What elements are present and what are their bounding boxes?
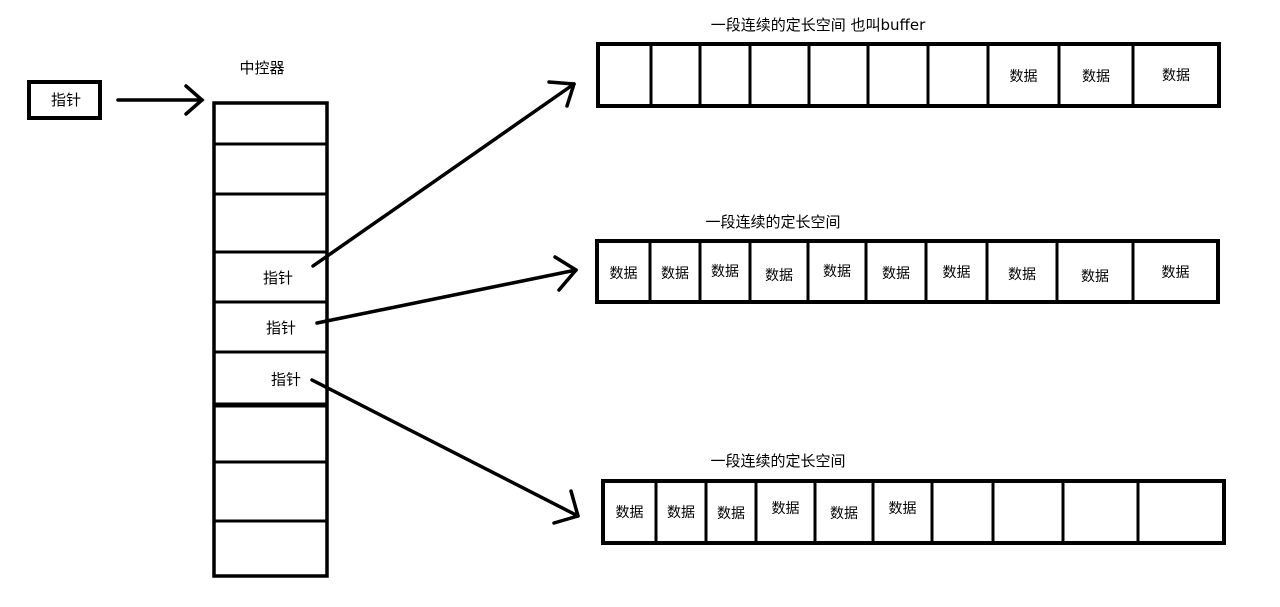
buffer-cell-label: 数据 [1081, 269, 1109, 285]
controller-slot-label: 指针 [271, 371, 301, 389]
buffer-cell-label: 数据 [943, 265, 971, 281]
buffer-cell-label: 数据 [1162, 265, 1190, 281]
buffer-cell-label: 数据 [1008, 267, 1036, 283]
buffer-cell-label: 数据 [667, 505, 695, 521]
buffer-cell-label: 数据 [661, 266, 689, 282]
buffer-cell-label: 数据 [616, 505, 644, 521]
buffer-cell-label: 数据 [610, 266, 638, 282]
buffer-cell-label: 数据 [772, 501, 800, 517]
buffer-cell-label: 数据 [1010, 69, 1038, 85]
buffer-cell-label: 数据 [711, 264, 739, 280]
controller-title: 中控器 [239, 59, 284, 77]
controller-slot-label: 指针 [263, 269, 293, 287]
buffer-title: 一段连续的定长空间 [710, 452, 845, 470]
arrow-to-buffer-3 [310, 378, 580, 525]
controller-to-buffer-arrows [310, 80, 580, 525]
buffer-cell-label: 数据 [823, 264, 851, 280]
buffer-title: 一段连续的定长空间 也叫buffer [711, 16, 926, 34]
pointer-box: 指针 [27, 80, 102, 120]
buffers-group: 一段连续的定长空间 也叫buffer数据数据数据一段连续的定长空间数据数据数据数… [595, 16, 1226, 545]
buffer-outline [596, 42, 1221, 108]
arrow-to-buffer-1 [311, 80, 576, 268]
buffer-title: 一段连续的定长空间 [705, 213, 840, 231]
buffer-cell-label: 数据 [717, 506, 745, 522]
pointer-box-label: 指针 [51, 91, 81, 109]
buffer-cell-label: 数据 [765, 268, 793, 284]
buffer-cell-label: 数据 [830, 506, 858, 522]
buffer-cell-label: 数据 [882, 266, 910, 282]
buffer-cell-label: 数据 [1082, 69, 1110, 85]
buffer-cell-label: 数据 [889, 501, 917, 517]
buffer-outline [595, 239, 1220, 304]
pointer-to-controller-arrow [116, 84, 205, 116]
buffer-cell-label: 数据 [1162, 68, 1190, 84]
buffer-1: 一段连续的定长空间 也叫buffer 数据 数据 数据 [596, 16, 1221, 108]
arrow-to-buffer-2 [315, 255, 578, 325]
controller-slot-label: 指针 [266, 319, 296, 337]
controller-outline [212, 101, 329, 578]
buffer-outline [601, 479, 1226, 545]
